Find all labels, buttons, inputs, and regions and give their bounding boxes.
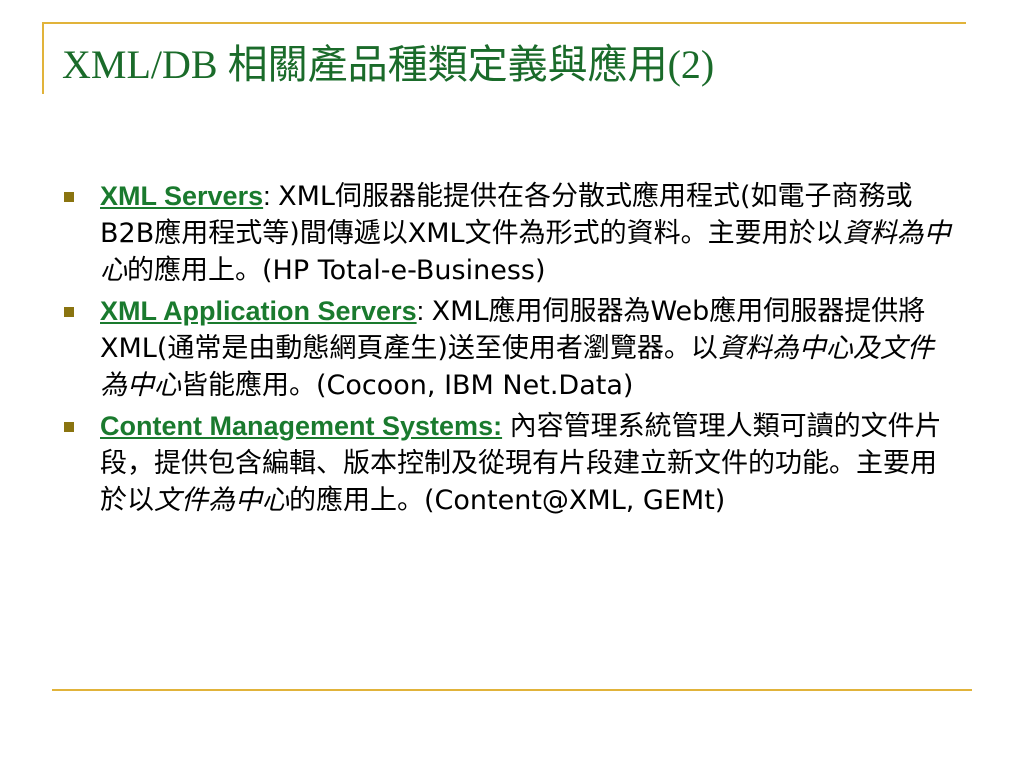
slide-title: XML/DB 相關產品種類定義與應用(2) xyxy=(62,42,715,87)
bullet-text: XML伺服器能提供在各分散式應用程式(如電子商務或B2B應用程式等)間傳遞以XM… xyxy=(100,181,913,249)
bullet-item-xml-servers: XML Servers: XML伺服器能提供在各分散式應用程式(如電子商務或B2… xyxy=(64,178,954,289)
bullet-emphasis: 資料為中心 xyxy=(100,218,951,286)
frame-top-line xyxy=(42,22,966,24)
bullet-text: XML應用伺服器為Web應用伺服器提供將XML(通常是由動態網頁產生)送至使用者… xyxy=(100,296,926,364)
bullet-text-tail: 的應用上。(Content@XML, GEMt) xyxy=(289,485,726,516)
bullet-item-content-management-systems: Content Management Systems: 內容管理系統管理人類可讀… xyxy=(64,408,954,519)
bullet-list: XML Servers: XML伺服器能提供在各分散式應用程式(如電子商務或B2… xyxy=(64,178,954,523)
frame-left-line xyxy=(42,22,44,94)
bullet-term: XML Servers xyxy=(100,181,264,211)
bullet-text: 內容管理系統管理人類可讀的文件片段，提供包含編輯、版本控制及從現有片段建立新文件… xyxy=(100,411,942,516)
bullet-text-tail: 的應用上。(HP Total-e-Business) xyxy=(127,255,546,286)
square-bullet-icon xyxy=(64,192,74,202)
bullet-emphasis: 資料為中心及文件為中心 xyxy=(100,333,934,401)
square-bullet-icon xyxy=(64,422,74,432)
bullet-term: Content Management Systems: xyxy=(100,411,503,441)
bullet-separator: : xyxy=(416,296,432,326)
bullet-separator: : xyxy=(263,181,279,211)
bullet-text-tail: 皆能應用。(Cocoon, IBM Net.Data) xyxy=(181,370,634,401)
bullet-item-xml-application-servers: XML Application Servers: XML應用伺服器為Web應用伺… xyxy=(64,293,954,404)
bullet-separator xyxy=(502,411,510,441)
square-bullet-icon xyxy=(64,307,74,317)
bullet-term: XML Application Servers xyxy=(100,296,417,326)
bullet-emphasis: 文件為中心 xyxy=(154,485,289,516)
frame-bottom-line xyxy=(52,689,972,691)
